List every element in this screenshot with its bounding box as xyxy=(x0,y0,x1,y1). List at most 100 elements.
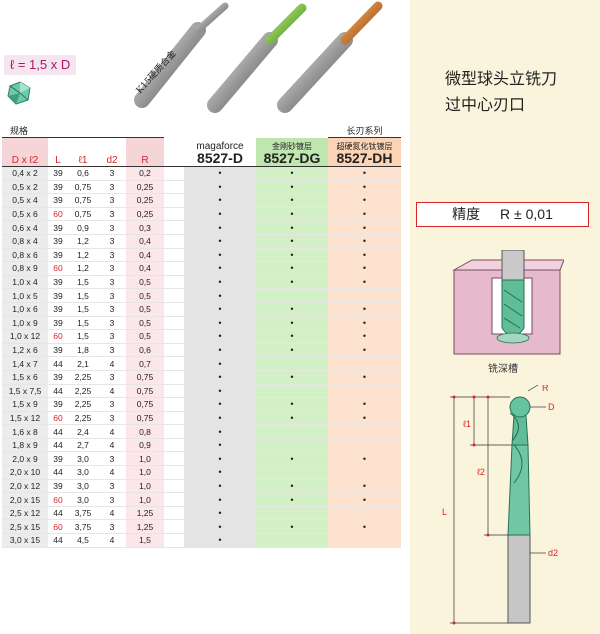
availability-dot: • xyxy=(218,535,222,546)
availability-dot: • xyxy=(290,480,294,491)
diagram-tool-shape xyxy=(507,396,531,624)
cell-dxl2: 0,6 x 4 xyxy=(2,220,48,235)
cell-r: 1,25 xyxy=(126,506,164,521)
availability-dot: • xyxy=(218,467,222,478)
availability-dot: • xyxy=(218,440,222,451)
availability-dot: • xyxy=(362,521,367,532)
availability-dot: • xyxy=(218,277,222,288)
cell-d2: 4 xyxy=(98,533,126,548)
cell-8527-d: • xyxy=(184,519,256,535)
cell-dxl2: 2,0 x 12 xyxy=(2,479,48,494)
dimension-ticks xyxy=(452,395,490,625)
ball-end-icon xyxy=(7,81,31,105)
availability-dot: • xyxy=(218,372,222,383)
availability-dot: • xyxy=(290,168,294,179)
cell-dxl2: 2,5 x 12 xyxy=(2,506,48,521)
availability-dot: • xyxy=(362,412,367,423)
cell-l: 60 xyxy=(48,261,68,276)
cell-8527-dg: • xyxy=(256,275,328,290)
cell-dxl2: 0,8 x 9 xyxy=(2,261,48,276)
cell-r: 0,5 xyxy=(126,316,164,331)
cell-dxl2: 2,5 x 15 xyxy=(2,519,48,535)
cell-r: 1,5 xyxy=(126,533,164,548)
availability-dot: • xyxy=(218,358,222,369)
cell-8527-dh: • xyxy=(328,261,401,276)
cell-8527-d: • xyxy=(184,343,256,358)
cell-d2: 3 xyxy=(98,343,126,358)
cell-8527-dg: • xyxy=(256,207,328,222)
cell-l1: 3,75 xyxy=(68,506,98,521)
cell-8527-dg: • xyxy=(256,411,328,426)
cell-8527-dg: • xyxy=(256,166,328,181)
availability-dot: • xyxy=(290,412,294,423)
cell-d2: 4 xyxy=(98,438,126,453)
cell-dxl2: 1,0 x 4 xyxy=(2,275,48,290)
cell-8527-dh: • xyxy=(328,193,401,208)
cell-l1: 3,0 xyxy=(68,479,98,494)
cell-l: 60 xyxy=(48,207,68,222)
cell-dxl2: 2,0 x 9 xyxy=(2,451,48,467)
availability-dot: • xyxy=(218,494,222,505)
cell-d2: 4 xyxy=(98,384,126,399)
cell-8527-dh: • xyxy=(328,166,401,181)
availability-dot: • xyxy=(218,317,222,328)
cell-l1: 0,75 xyxy=(68,180,98,195)
availability-dot: • xyxy=(362,453,367,464)
cell-r: 0,8 xyxy=(126,424,164,439)
cell-8527-dg xyxy=(256,506,328,521)
title-line-2: 过中心刃口 xyxy=(445,95,526,114)
cell-8527-dg xyxy=(256,384,328,399)
cell-8527-d: • xyxy=(184,166,256,181)
availability-dot: • xyxy=(218,222,222,233)
cell-8527-dh xyxy=(328,424,401,439)
cell-8527-dh: • xyxy=(328,370,401,385)
diagram-label-l1: ℓ1 xyxy=(463,419,471,429)
cell-8527-dg: • xyxy=(256,220,328,235)
cell-r: 0,75 xyxy=(126,384,164,399)
availability-dot: • xyxy=(362,480,367,491)
product-sub-dh: 超硬氮化钛镀层 xyxy=(336,142,393,151)
diagram-label-r: R xyxy=(542,385,549,393)
availability-dot: • xyxy=(362,222,367,233)
cell-r: 1,0 xyxy=(126,465,164,480)
cell-d2: 3 xyxy=(98,275,126,290)
cell-dxl2: 1,0 x 12 xyxy=(2,329,48,344)
cell-d2: 3 xyxy=(98,220,126,235)
diagram-label-l: L xyxy=(442,507,447,517)
cell-dxl2: 1,0 x 5 xyxy=(2,288,48,303)
availability-dot: • xyxy=(290,277,294,288)
availability-dot: • xyxy=(362,236,367,247)
cell-d2: 3 xyxy=(98,207,126,222)
availability-dot: • xyxy=(218,236,222,247)
cell-8527-dh xyxy=(328,506,401,521)
cell-8527-dg: • xyxy=(256,180,328,195)
cell-r: 0,25 xyxy=(126,180,164,195)
cell-8527-dh: • xyxy=(328,492,401,507)
cell-l: 39 xyxy=(48,370,68,385)
cell-d2: 4 xyxy=(98,465,126,480)
cell-l1: 2,1 xyxy=(68,356,98,371)
cell-8527-dh xyxy=(328,288,401,303)
cell-d2: 3 xyxy=(98,370,126,385)
cell-8527-dh: • xyxy=(328,234,401,249)
cell-r: 0,9 xyxy=(126,438,164,453)
cell-8527-d: • xyxy=(184,302,256,317)
cell-l: 44 xyxy=(48,438,68,453)
availability-dot: • xyxy=(218,209,222,220)
availability-dot: • xyxy=(218,453,222,464)
cell-8527-dg xyxy=(256,438,328,453)
cell-r: 1,0 xyxy=(126,479,164,494)
availability-dot: • xyxy=(218,521,222,532)
cell-8527-dh: • xyxy=(328,329,401,344)
cell-l: 39 xyxy=(48,397,68,412)
cell-8527-dg xyxy=(256,465,328,480)
cell-r: 0,6 xyxy=(126,343,164,358)
